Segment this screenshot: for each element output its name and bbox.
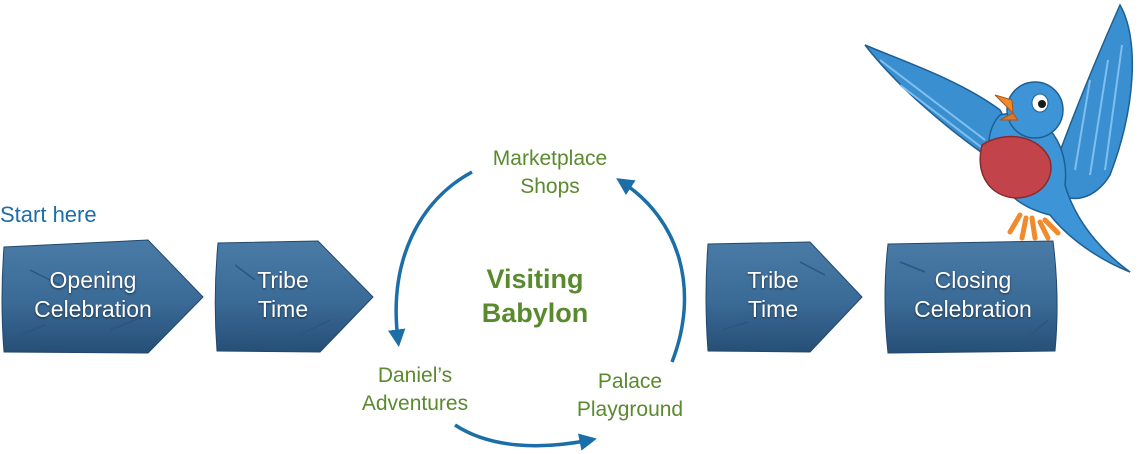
step-tribe-1-text: Tribe Time xyxy=(218,266,348,324)
cycle-marketplace-line2: Shops xyxy=(520,175,580,198)
cycle-daniel-line1: Daniel’s xyxy=(377,364,453,387)
center-title: Visiting Babylon xyxy=(455,262,615,330)
arrow-daniel-to-palace xyxy=(454,423,597,451)
cycle-palace-line1: Palace xyxy=(597,370,663,393)
step-opening-line1: Opening xyxy=(49,267,137,293)
cycle-daniel-label: Daniel’s Adventures xyxy=(345,362,485,418)
step-block-closing xyxy=(884,240,1058,354)
cycle-marketplace-line1: Marketplace xyxy=(492,147,608,170)
center-title-line2: Babylon xyxy=(481,298,589,328)
step-tribe-2-line1: Tribe xyxy=(747,267,799,293)
arrow-palace-to-marketplace xyxy=(616,178,687,363)
step-tribe-2-text: Tribe Time xyxy=(708,266,838,324)
cycle-marketplace-label: Marketplace Shops xyxy=(470,145,630,201)
step-opening-line2: Celebration xyxy=(34,296,152,322)
step-closing-line1: Closing xyxy=(934,267,1012,293)
step-closing-line2: Celebration xyxy=(914,296,1032,322)
cycle-daniel-line2: Adventures xyxy=(361,392,469,415)
bluebird-mascot-icon xyxy=(864,3,1134,273)
step-closing-text: Closing Celebration xyxy=(888,266,1058,324)
cycle-palace-label: Palace Playground xyxy=(565,368,695,424)
arrow-marketplace-to-daniel xyxy=(388,170,473,347)
cycle-palace-line2: Playground xyxy=(576,398,684,421)
step-block-tribe-2 xyxy=(705,241,863,353)
step-tribe-1-line1: Tribe xyxy=(257,267,309,293)
center-title-line1: Visiting xyxy=(486,264,584,294)
start-here-label: Start here xyxy=(0,202,97,227)
step-tribe-2-line2: Time xyxy=(747,296,799,322)
step-tribe-1-line2: Time xyxy=(257,296,309,322)
step-block-tribe-1 xyxy=(214,240,374,353)
step-block-opening xyxy=(1,239,204,354)
step-opening-text: Opening Celebration xyxy=(8,266,178,324)
